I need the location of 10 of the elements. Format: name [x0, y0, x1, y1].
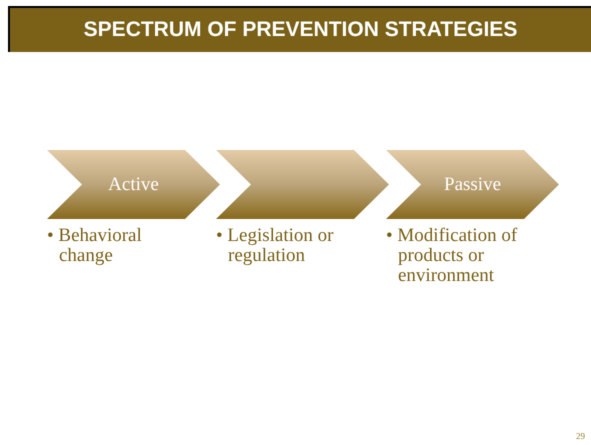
chevron-shape — [216, 150, 389, 219]
bullet-text: • Modification of products or environment — [385, 226, 518, 286]
bullet-text: • Behavioral change — [46, 226, 143, 266]
page-number: 29 — [576, 431, 585, 441]
chevron-shape — [386, 150, 559, 219]
bullet-text: • Legislation or regulation — [215, 226, 334, 266]
chevron-shape — [47, 150, 220, 219]
stage-label: Passive — [443, 172, 502, 196]
stage-label: Active — [107, 172, 160, 196]
title-bar: SPECTRUM OF PREVENTION STRATEGIES — [8, 6, 591, 52]
